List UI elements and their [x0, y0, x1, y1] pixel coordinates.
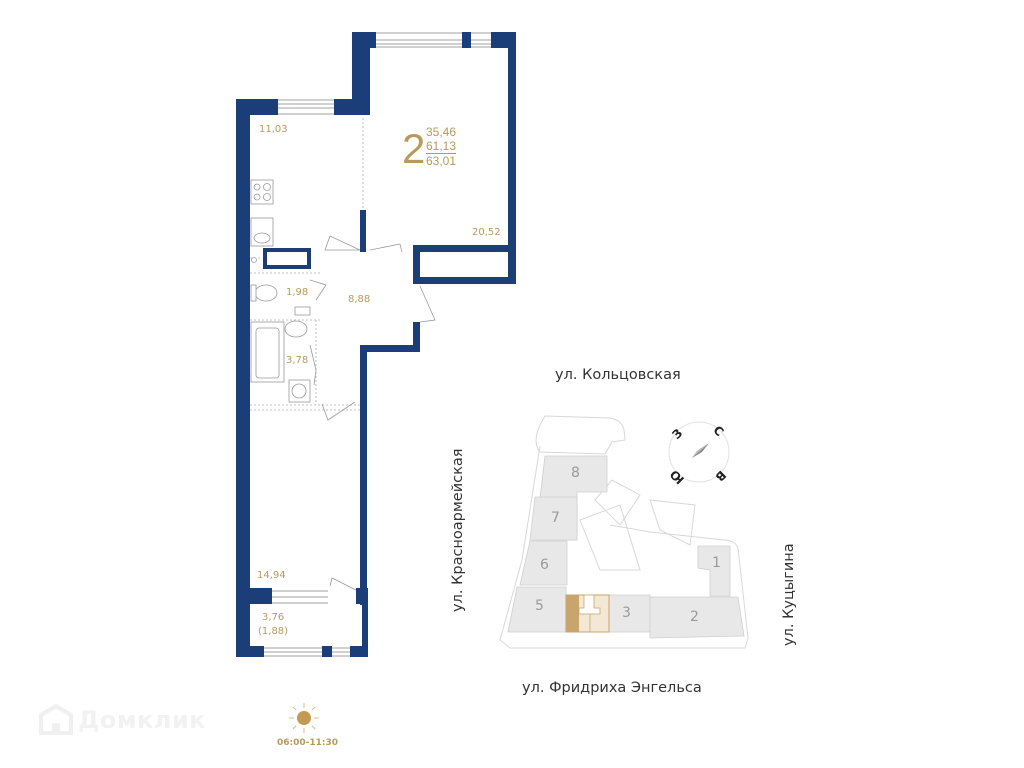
street-east: ул. Куцыгина: [781, 543, 797, 646]
watermark-text: Домклик: [78, 706, 206, 734]
domclick-logo-icon: [39, 703, 73, 735]
area-without-balcony: 61,13: [426, 139, 457, 153]
room-area-toilet: 1,98: [286, 287, 309, 298]
block-label-1: 1: [712, 555, 721, 571]
room-area-kitchen: 11,03: [259, 124, 288, 135]
street-south: ул. Фридриха Энгельса: [522, 680, 702, 696]
block-7: [529, 496, 578, 541]
block-6: [519, 540, 568, 586]
fixtures: [250, 179, 311, 403]
block-1: [697, 545, 731, 597]
street-north: ул. Кольцовская: [555, 367, 681, 383]
compass: [668, 421, 730, 483]
walls: [236, 32, 516, 657]
street-west: ул. Красноармейская: [450, 448, 466, 613]
highlighted-section: [565, 594, 610, 633]
sun-icon: [289, 703, 319, 733]
room-area-balcony-reduced: (1,88): [258, 626, 289, 637]
rooms-count: 2: [402, 125, 426, 172]
block-2: [649, 596, 745, 639]
block-label-7: 7: [551, 510, 560, 526]
insolation-time: 06:00-11:30: [277, 738, 339, 748]
area-stack: 35,46 61,13 63,01: [426, 125, 457, 168]
windows: [264, 32, 491, 657]
room-area-living-room: 14,94: [257, 570, 286, 581]
room-area-balcony: 3,76: [262, 612, 285, 623]
doors: [309, 235, 436, 591]
room-area-bedroom: 20,52: [472, 227, 501, 238]
living-area: 35,46: [426, 125, 457, 139]
block-label-8: 8: [571, 465, 580, 481]
total-area: 63,01: [426, 153, 457, 168]
block-label-2: 2: [690, 609, 699, 625]
block-label-6: 6: [540, 557, 549, 573]
room-area-bathroom: 3,78: [286, 355, 309, 366]
room-area-hallway: 8,88: [348, 294, 371, 305]
block-label-3: 3: [622, 605, 631, 621]
block-label-5: 5: [535, 598, 544, 614]
